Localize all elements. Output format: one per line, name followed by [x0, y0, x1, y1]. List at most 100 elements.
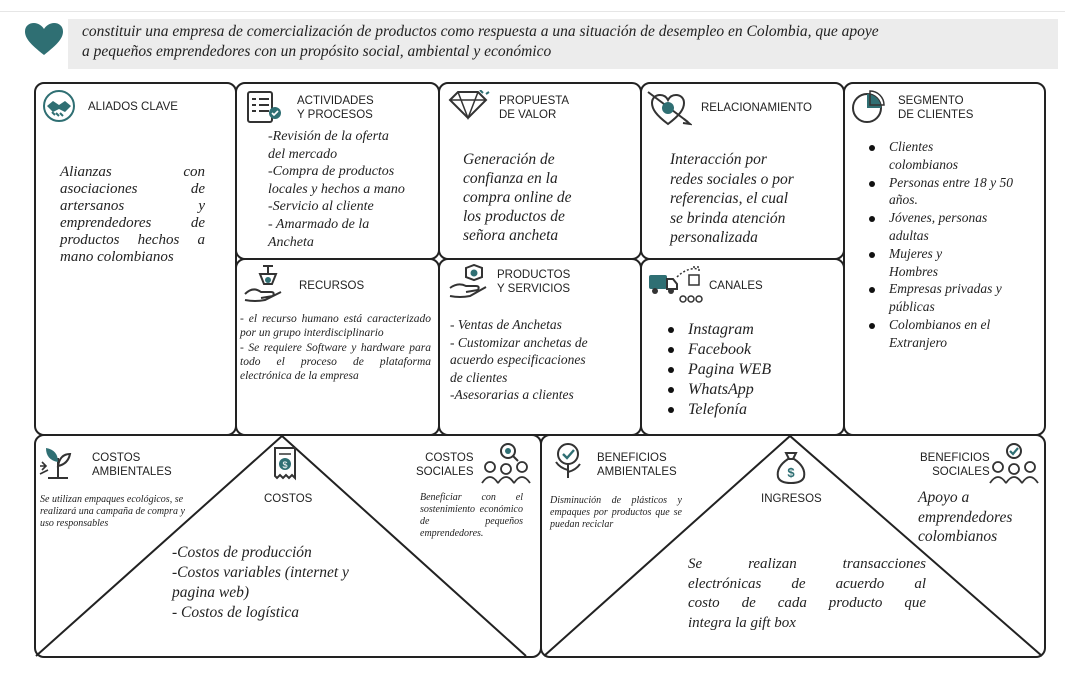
costos-line: - Costos de logística	[172, 604, 300, 621]
delivery-truck-icon	[647, 263, 703, 312]
canales-block	[640, 258, 845, 436]
propuesta-line: los productos de	[463, 208, 565, 225]
beneficios-ambientales-title-line-1: BENEFICIOS	[597, 452, 667, 464]
propuesta-valor-block	[438, 82, 642, 260]
actividades-line: del mercado	[268, 146, 338, 162]
ingresos-line: electrónicas de acuerdo al	[688, 575, 926, 592]
ingresos-line: Se realizan transacciones	[688, 556, 926, 572]
relacionamiento-text: Interacción por redes sociales o por ref…	[670, 150, 794, 248]
header-line-2: a pequeños emprendedores con un propósit…	[82, 43, 552, 60]
actividades-title: ACTIVIDADES Y PROCESOS	[297, 94, 374, 122]
segmento-item: Colombianos en el Extranjero	[869, 316, 1024, 352]
money-bag-icon: $	[774, 449, 808, 490]
hand-box-icon	[448, 263, 490, 305]
actividades-line: -Revisión de la oferta	[268, 129, 389, 144]
costos-text: -Costos de producción -Costos variables …	[172, 543, 349, 623]
handshake-icon	[40, 88, 78, 129]
segmento-title-line-2: DE CLIENTES	[898, 109, 974, 121]
propuesta-title-line-1: PROPUESTA	[499, 95, 570, 107]
canales-title: CANALES	[709, 280, 763, 292]
relacionamiento-line: redes sociales o por	[670, 170, 794, 188]
canal-item: Instagram	[667, 320, 771, 340]
propuesta-line: señora ancheta	[463, 227, 559, 244]
diamond-icon	[446, 89, 490, 125]
beneficios-ambientales-title: BENEFICIOS AMBIENTALES	[597, 451, 677, 479]
productos-title: PRODUCTOS Y SERVICIOS	[497, 268, 570, 296]
top-separator	[0, 11, 1065, 12]
ingresos-panel	[540, 434, 1046, 658]
ingresos-line: costo de cada producto que	[688, 595, 926, 611]
costos-line: -Costos de producción	[172, 544, 312, 561]
actividades-title-line-1: ACTIVIDADES	[297, 95, 374, 107]
beneficios-ambientales-title-line-2: AMBIENTALES	[597, 466, 677, 478]
beneficios-sociales-title-line-1: BENEFICIOS	[920, 452, 990, 464]
propuesta-line: Generación de	[463, 151, 555, 168]
actividades-line: locales y hechos a mano	[268, 181, 405, 197]
costos-line: pagina web)	[172, 584, 250, 601]
propuesta-line: confianza en la	[463, 170, 558, 187]
relacionamiento-line: se brinda atención	[670, 209, 786, 227]
ingresos-title: INGRESOS	[761, 493, 822, 505]
beneficios-sociales-title-line-2: SOCIALES	[932, 466, 990, 478]
productos-block	[438, 258, 642, 436]
aliados-clave-title: ALIADOS CLAVE	[88, 101, 178, 113]
actividades-line: -Compra de productos	[268, 164, 395, 180]
propuesta-line: compra online de	[463, 189, 572, 206]
checklist-icon	[244, 88, 284, 131]
costos-title: COSTOS	[264, 493, 313, 505]
segmento-list: Clientes colombianos Personas entre 18 y…	[869, 138, 1039, 352]
productos-line: acuerdo especificaciones	[450, 352, 586, 367]
actividades-line: - Amarmado de la	[268, 216, 370, 232]
productos-title-line-1: PRODUCTOS	[497, 269, 571, 281]
pie-chart-icon	[850, 89, 888, 130]
actividades-text: -Revisión de la oferta del mercado -Comp…	[268, 128, 405, 251]
costos-sociales-title: COSTOS SOCIALES	[416, 451, 474, 479]
segmento-item: Jóvenes, personas adultas	[869, 209, 1019, 245]
header-banner	[68, 19, 1058, 69]
ingresos-line: integra la gift box	[688, 614, 796, 631]
heart-icon	[24, 22, 64, 61]
productos-line: - Customizar anchetas de	[450, 334, 588, 350]
actividades-line: -Servicio al cliente	[268, 199, 374, 215]
segmento-item: Mujeres y Hombres	[869, 245, 969, 281]
header-text: constituir una empresa de comercializaci…	[82, 22, 1057, 62]
beneficios-sociales-text: Apoyo a emprendedores colombianos	[918, 488, 1012, 547]
canal-item: Pagina WEB	[667, 361, 772, 378]
aliados-clave-text: Alianzas con asociaciones de artersanos …	[60, 164, 205, 265]
segmento-title: SEGMENTO DE CLIENTES	[898, 94, 973, 122]
relacionamiento-line: Interacción por	[670, 151, 767, 168]
relacionamiento-line: referencias, el cual	[670, 190, 789, 207]
recursos-text-1: - el recurso humano está caracterizado p…	[240, 313, 431, 340]
propuesta-title-line-2: DE VALOR	[499, 109, 557, 121]
productos-line: - Ventas de Anchetas	[450, 317, 562, 332]
actividades-line: Ancheta	[268, 234, 314, 250]
propuesta-title: PROPUESTA DE VALOR	[499, 94, 569, 122]
people-search-icon	[478, 441, 536, 490]
costos-sociales-title-line-1: COSTOS	[425, 452, 474, 464]
costos-ambientales-title-line-1: COSTOS	[92, 452, 141, 464]
costos-sociales-text: Beneficiar con el sostenimiento económic…	[420, 492, 523, 539]
header-line-1: constituir una empresa de comercializaci…	[82, 23, 879, 40]
recursos-text: - el recurso humano está caracterizado p…	[240, 312, 431, 383]
ingresos-text: Se realizan transacciones electrónicas d…	[688, 555, 926, 633]
costos-panel	[34, 434, 542, 658]
segmento-block	[843, 82, 1046, 436]
segmento-item: Clientes colombianos	[869, 138, 979, 174]
canal-item: Telefonía	[667, 400, 771, 420]
segmento-title-line-1: SEGMENTO	[898, 95, 964, 107]
canal-item: WhatsApp	[667, 380, 771, 400]
resources-icon	[243, 264, 287, 309]
svg-text:$: $	[787, 465, 795, 480]
beneficios-sociales-line: emprendedores	[918, 508, 1013, 526]
beneficios-sociales-line: colombianos	[918, 528, 998, 545]
costos-ambientales-title-line-2: AMBIENTALES	[92, 466, 172, 478]
productos-text: - Ventas de Anchetas - Customizar anchet…	[450, 316, 588, 404]
beneficios-sociales-title: BENEFICIOS SOCIALES	[920, 451, 990, 479]
plant-icon	[38, 440, 78, 487]
productos-title-line-2: Y SERVICIOS	[497, 283, 571, 295]
costos-sociales-title-line-2: SOCIALES	[416, 466, 474, 478]
costos-line: -Costos variables (internet y	[172, 564, 349, 581]
relacionamiento-line: personalizada	[670, 229, 758, 246]
propuesta-text: Generación de confianza en la compra onl…	[463, 150, 571, 245]
